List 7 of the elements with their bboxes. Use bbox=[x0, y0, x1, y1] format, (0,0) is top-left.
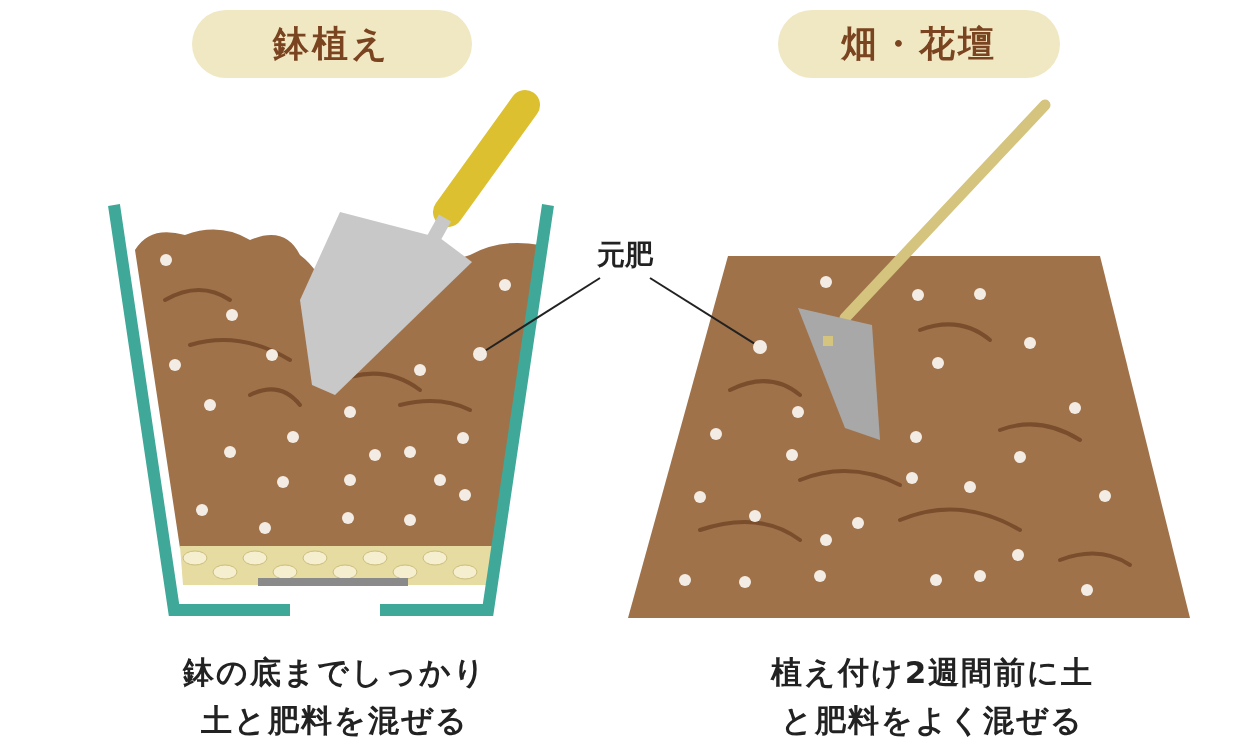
heading-pill: 鉢植え bbox=[192, 10, 472, 78]
leader-line bbox=[649, 277, 756, 345]
heading-pill: 畑・花壇 bbox=[778, 10, 1060, 78]
caption-text: 植え付け2週間前に土と肥料をよく混ぜる bbox=[769, 653, 1096, 740]
leader-line bbox=[484, 277, 601, 352]
caption-text: 鉢の底までしっかり土と肥料を混ぜる bbox=[181, 653, 488, 740]
callout-label: 元肥 bbox=[585, 232, 665, 278]
